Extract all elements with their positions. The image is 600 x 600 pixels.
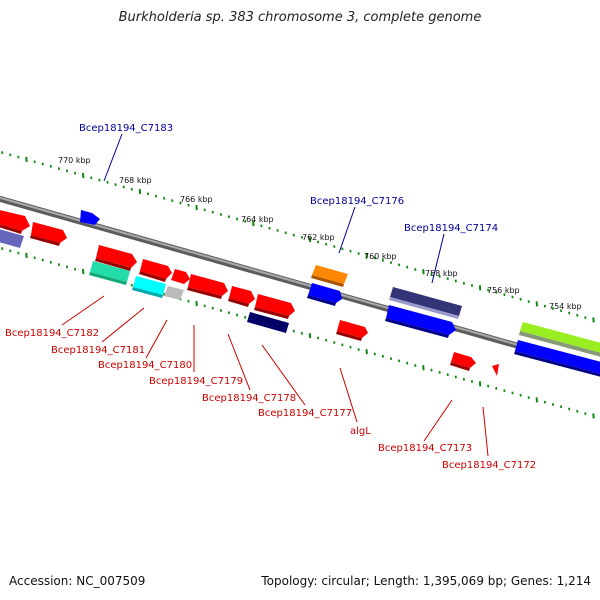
gene-red-C7182a[interactable] bbox=[96, 245, 137, 268]
scale-label-756: 756 kbp bbox=[487, 286, 520, 295]
gene-grey-C7180[interactable] bbox=[164, 286, 184, 300]
gene-red-left-2[interactable] bbox=[31, 222, 67, 243]
scale-label-764: 764 kbp bbox=[241, 215, 274, 224]
gene-teal-C7182[interactable] bbox=[90, 261, 130, 282]
gene-red-C7172[interactable] bbox=[492, 364, 499, 376]
gene-orange-C7176[interactable] bbox=[312, 265, 348, 284]
gene-features-inner bbox=[89, 245, 499, 376]
gene-cyan-C7181[interactable] bbox=[133, 276, 166, 295]
gene-red-algL[interactable] bbox=[337, 320, 368, 338]
gene-red-C7179a[interactable] bbox=[188, 274, 228, 296]
gene-purple-C7174[interactable] bbox=[390, 287, 462, 316]
gene-green-754[interactable] bbox=[520, 322, 600, 354]
gene-label-C7178[interactable]: Bcep18194_C7178 bbox=[202, 393, 296, 404]
top-leader-lines bbox=[103, 133, 445, 284]
scale-label-770: 770 kbp bbox=[58, 156, 91, 165]
gene-blue-C7174b[interactable] bbox=[386, 305, 456, 335]
gene-features-outer bbox=[0, 209, 600, 377]
gene-red-C7177a[interactable] bbox=[255, 294, 295, 316]
gene-red-C7173[interactable] bbox=[451, 352, 476, 368]
gene-label-algL[interactable]: algL bbox=[350, 426, 371, 437]
gene-label-C7182[interactable]: Bcep18194_C7182 bbox=[5, 328, 99, 339]
map-title: Burkholderia sp. 383 chromosome 3, compl… bbox=[118, 10, 482, 25]
scale-label-762: 762 kbp bbox=[302, 233, 335, 242]
gene-navy-C7178[interactable] bbox=[247, 312, 289, 333]
gene-red-left-1[interactable] bbox=[0, 209, 30, 231]
gene-label-C7179[interactable]: Bcep18194_C7179 bbox=[149, 376, 243, 387]
scale-label-760: 760 kbp bbox=[364, 252, 397, 261]
scale-label-766: 766 kbp bbox=[180, 195, 213, 204]
scale-label-754: 754 kbp bbox=[549, 302, 582, 311]
gene-label-C7177[interactable]: Bcep18194_C7177 bbox=[258, 408, 352, 419]
gene-purple-left[interactable] bbox=[0, 228, 24, 248]
gene-label-C7174[interactable]: Bcep18194_C7174 bbox=[404, 223, 498, 234]
accession-text: Accession: NC_007509 bbox=[9, 574, 146, 588]
gene-red-C7180a[interactable] bbox=[171, 269, 190, 284]
gene-label-C7173[interactable]: Bcep18194_C7173 bbox=[378, 443, 472, 454]
gene-label-C7176[interactable]: Bcep18194_C7176 bbox=[310, 196, 404, 207]
gene-blue-C7183[interactable] bbox=[80, 210, 100, 225]
gene-label-C7172[interactable]: Bcep18194_C7172 bbox=[442, 460, 536, 471]
gene-red-C7181a[interactable] bbox=[140, 259, 172, 279]
gene-label-C7183[interactable]: Bcep18194_C7183 bbox=[79, 123, 173, 134]
scale-label-768: 768 kbp bbox=[119, 176, 152, 185]
gene-blue-754[interactable] bbox=[515, 340, 600, 375]
scale-label-758: 758 kbp bbox=[425, 269, 458, 278]
gene-red-C7178a[interactable] bbox=[229, 286, 255, 304]
genome-summary-text: Topology: circular; Length: 1,395,069 bp… bbox=[261, 574, 591, 588]
bottom-leader-lines bbox=[61, 295, 489, 457]
gene-label-C7181[interactable]: Bcep18194_C7181 bbox=[51, 345, 145, 356]
outer-scale-track bbox=[1, 151, 595, 323]
gene-blue-C7176b[interactable] bbox=[308, 283, 342, 303]
gene-label-C7180[interactable]: Bcep18194_C7180 bbox=[98, 360, 192, 371]
